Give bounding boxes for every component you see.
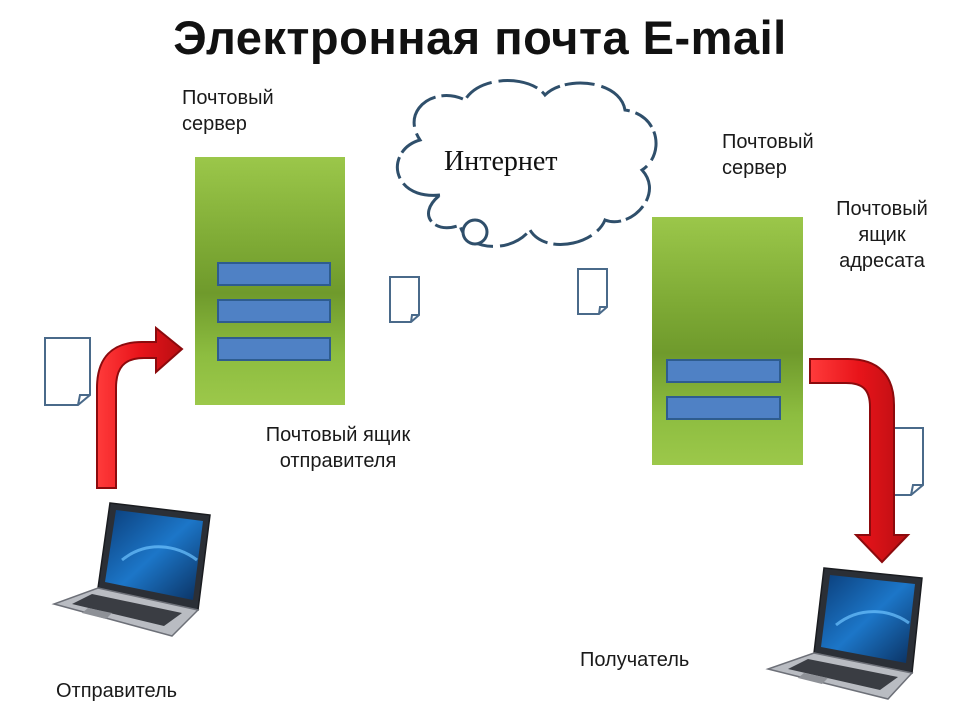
mailbox-slot <box>217 337 331 361</box>
arrow-icon <box>809 358 911 564</box>
recipient-mailbox-label-line3: адресата <box>839 250 925 272</box>
recipient-mailbox-label-line1: Почтовый <box>836 198 928 220</box>
document-icon <box>577 268 608 315</box>
recipient-server-label: Почтовый сервер <box>722 129 814 181</box>
sender-mailbox-label-line2: отправителя <box>279 450 397 472</box>
recipient-label: Получатель <box>580 649 690 671</box>
document-icon <box>44 337 91 406</box>
cloud-icon <box>395 79 658 248</box>
document-icon <box>389 276 420 323</box>
sender-mailbox-label-line1: Почтовый ящик <box>265 424 411 446</box>
recipient-server-label-line2: сервер <box>722 157 787 179</box>
sender-label: Отправитель <box>56 680 178 702</box>
recipient-mailbox-label: Почтовый ящик адресата <box>820 196 944 274</box>
recipient-mailbox-label-line2: ящик <box>858 224 906 246</box>
laptop-icon <box>765 567 923 700</box>
mailbox-slot <box>217 299 331 323</box>
arrow-icon <box>96 325 184 489</box>
sender-server-label: Почтовый сервер <box>182 85 274 137</box>
mailbox-slot <box>217 262 331 286</box>
cloud-label: Интернет <box>444 146 558 177</box>
sender-server-label-line1: Почтовый <box>182 87 274 109</box>
recipient-server-label-line1: Почтовый <box>722 131 814 153</box>
mailbox-slot <box>666 359 781 383</box>
sender-mailbox-label: Почтовый ящик отправителя <box>238 422 438 474</box>
laptop-icon <box>51 502 211 637</box>
page-title: Электронная почта E-mail <box>173 11 787 64</box>
mailbox-slot <box>666 396 781 420</box>
sender-server-icon <box>195 157 345 405</box>
sender-server-label-line2: сервер <box>182 113 247 135</box>
recipient-server-icon <box>652 217 803 465</box>
